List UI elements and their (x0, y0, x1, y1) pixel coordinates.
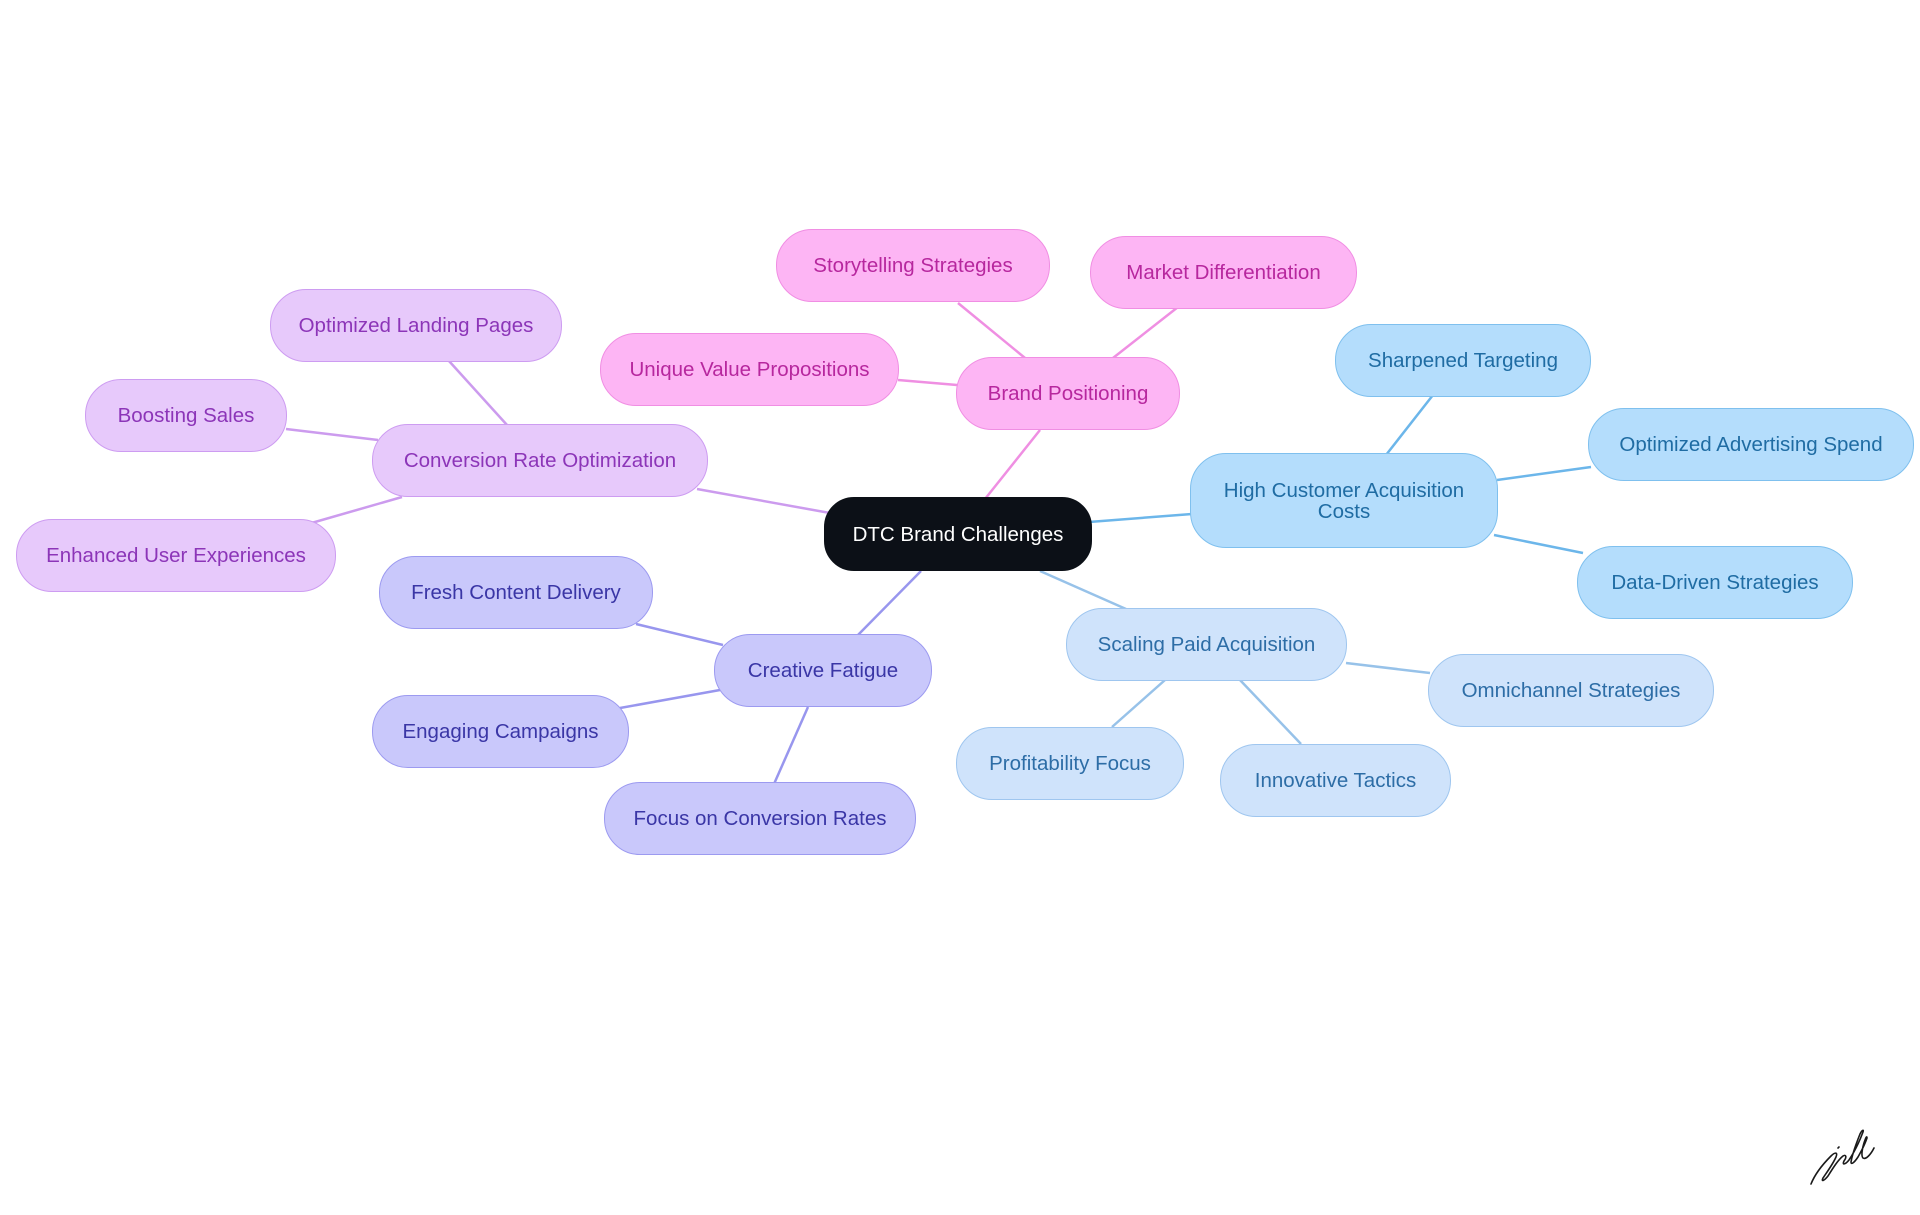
edge-root-creative (856, 570, 922, 637)
edge-conversion-landing (448, 360, 508, 426)
edge-creative-conversion-rates (772, 706, 810, 785)
edge-creative-engaging (619, 688, 721, 710)
edge-cac-datadriven (1493, 533, 1584, 555)
edge-scaling-omnichannel (1345, 661, 1431, 675)
branch-label: Brand Positioning (987, 382, 1149, 405)
edge-brand-storytelling (957, 302, 1026, 359)
leaf-data-driven-strategies[interactable]: Data-Driven Strategies (1577, 546, 1853, 619)
leaf-label: Enhanced User Experiences (46, 544, 306, 567)
edge-brand-unique-value (897, 378, 958, 387)
leaf-label: Focus on Conversion Rates (633, 807, 887, 830)
edge-root-scaling (1039, 569, 1127, 611)
leaf-optimized-landing-pages[interactable]: Optimized Landing Pages (270, 289, 562, 362)
leaf-label: Engaging Campaigns (402, 720, 599, 743)
leaf-fresh-content-delivery[interactable]: Fresh Content Delivery (379, 556, 653, 629)
leaf-storytelling-strategies[interactable]: Storytelling Strategies (776, 229, 1050, 302)
branch-label: Conversion Rate Optimization (403, 449, 677, 472)
leaf-label: Optimized Landing Pages (298, 314, 534, 337)
branch-creative-fatigue[interactable]: Creative Fatigue (714, 634, 932, 707)
leaf-innovative-tactics[interactable]: Innovative Tactics (1220, 744, 1451, 817)
leaf-profitability-focus[interactable]: Profitability Focus (956, 727, 1184, 800)
leaf-market-differentiation[interactable]: Market Differentiation (1090, 236, 1357, 309)
branch-label: High Customer Acquisition Costs (1223, 478, 1465, 523)
leaf-label: Innovative Tactics (1254, 769, 1417, 792)
branch-label: Scaling Paid Acquisition (1097, 633, 1316, 656)
edge-root-brand-positioning (984, 429, 1041, 500)
leaf-omnichannel-strategies[interactable]: Omnichannel Strategies (1428, 654, 1714, 727)
leaf-label: Sharpened Targeting (1368, 349, 1558, 372)
branch-conversion-rate-optimization[interactable]: Conversion Rate Optimization (372, 424, 708, 497)
root-label: DTC Brand Challenges (852, 522, 1064, 546)
handwritten-signature-icon (1810, 1129, 1875, 1185)
leaf-unique-value-propositions[interactable]: Unique Value Propositions (600, 333, 899, 406)
leaf-label: Profitability Focus (989, 752, 1151, 775)
edge-cac-targeting (1385, 394, 1434, 456)
leaf-focus-on-conversion-rates[interactable]: Focus on Conversion Rates (604, 782, 916, 855)
branch-brand-positioning[interactable]: Brand Positioning (956, 357, 1180, 430)
root-node[interactable]: DTC Brand Challenges (824, 497, 1092, 571)
edge-root-cac (1088, 512, 1193, 524)
leaf-label: Fresh Content Delivery (411, 581, 621, 604)
leaf-label: Data-Driven Strategies (1611, 571, 1819, 594)
edge-scaling-profitability (1111, 679, 1166, 728)
leaf-enhanced-user-experiences[interactable]: Enhanced User Experiences (16, 519, 336, 592)
branch-scaling-paid-acquisition[interactable]: Scaling Paid Acquisition (1066, 608, 1347, 681)
edge-conversion-ux (307, 495, 403, 526)
edge-scaling-innovative (1239, 679, 1302, 745)
leaf-label: Market Differentiation (1126, 261, 1321, 284)
edge-conversion-boosting (285, 427, 379, 442)
edge-cac-adspend (1496, 465, 1592, 482)
leaf-boosting-sales[interactable]: Boosting Sales (85, 379, 287, 452)
leaf-sharpened-targeting[interactable]: Sharpened Targeting (1335, 324, 1591, 397)
leaf-engaging-campaigns[interactable]: Engaging Campaigns (372, 695, 629, 768)
branch-high-customer-acquisition-costs[interactable]: High Customer Acquisition Costs (1190, 453, 1498, 548)
leaf-optimized-advertising-spend[interactable]: Optimized Advertising Spend (1588, 408, 1914, 481)
branch-label: Creative Fatigue (747, 659, 899, 682)
leaf-label: Boosting Sales (117, 404, 255, 427)
leaf-label: Unique Value Propositions (629, 358, 870, 381)
leaf-label: Omnichannel Strategies (1461, 679, 1681, 702)
edge-brand-differentiation (1112, 306, 1179, 359)
leaf-label: Optimized Advertising Spend (1619, 433, 1883, 456)
edge-root-conversion (696, 487, 831, 515)
leaf-label: Storytelling Strategies (813, 254, 1013, 277)
edge-creative-fresh (635, 622, 724, 647)
